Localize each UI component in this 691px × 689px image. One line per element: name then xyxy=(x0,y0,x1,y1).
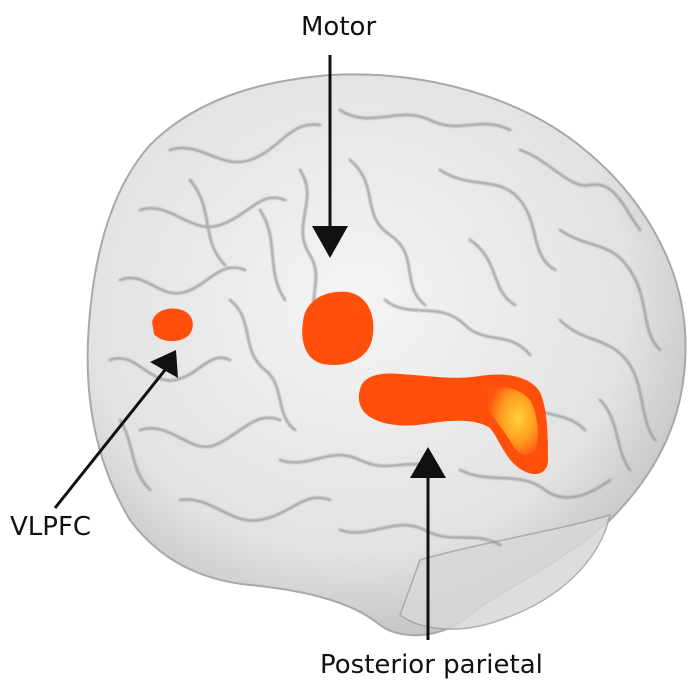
activation-motor xyxy=(302,292,373,365)
vlpfc-label: VLPFC xyxy=(10,514,91,540)
posterior-parietal-label: Posterior parietal xyxy=(320,652,543,678)
activation-vlpfc xyxy=(152,309,193,342)
motor-label: Motor xyxy=(301,14,376,40)
